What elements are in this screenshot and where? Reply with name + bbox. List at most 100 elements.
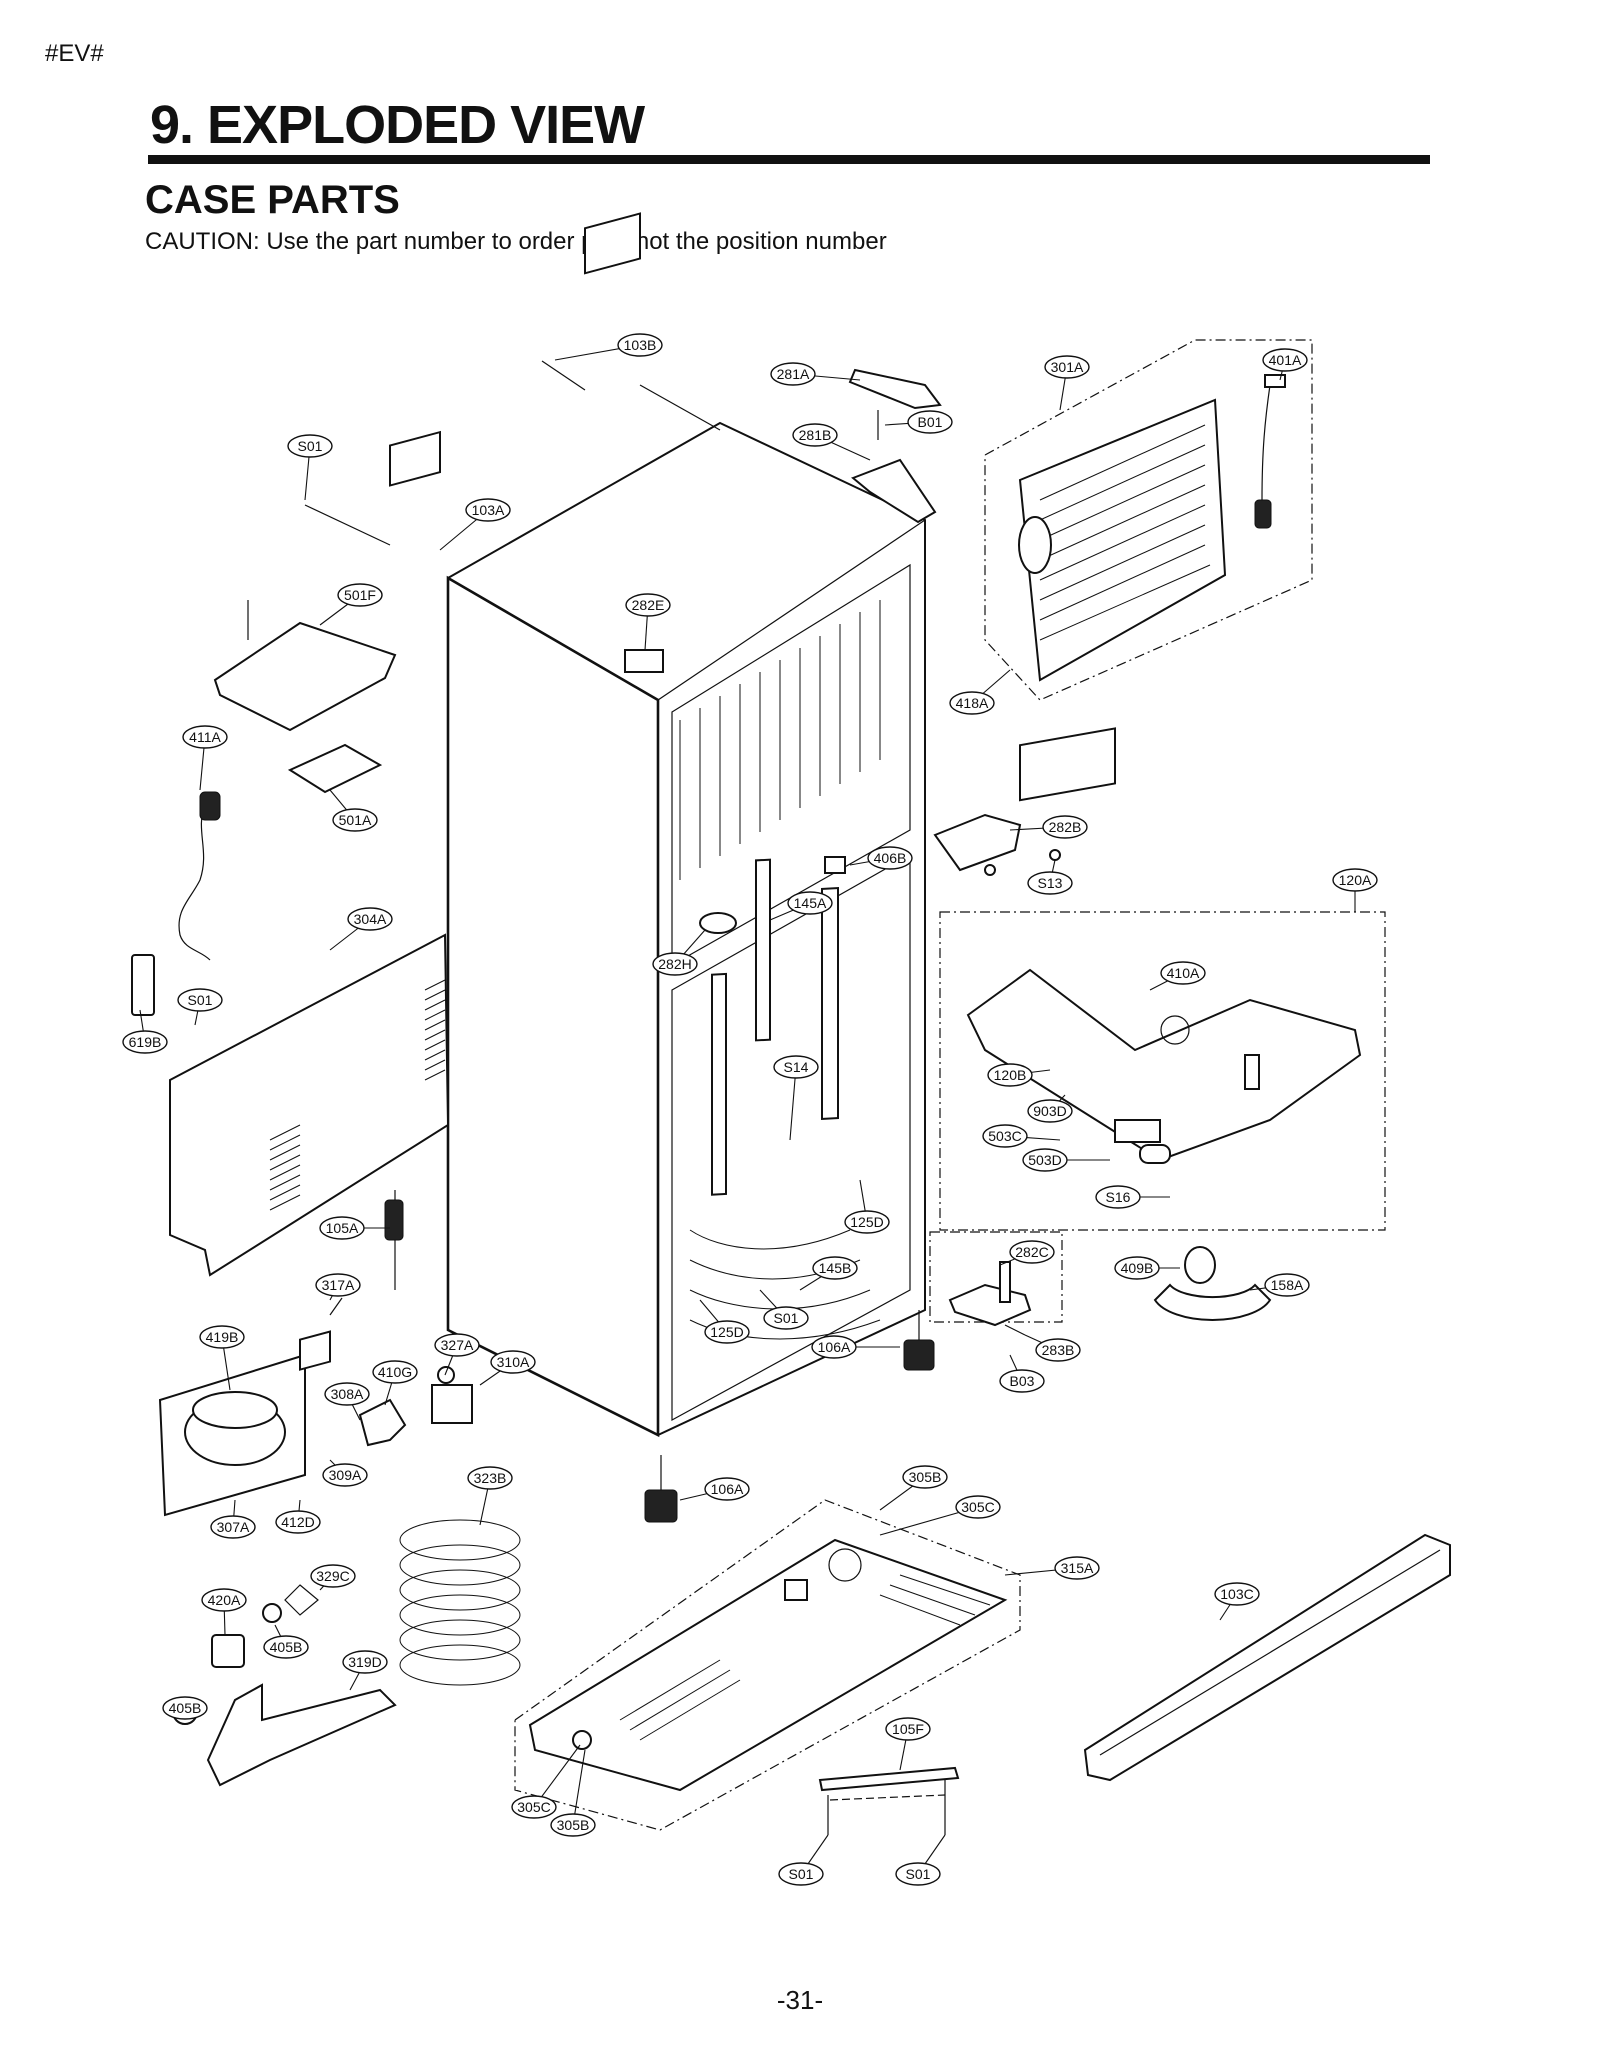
svg-text:281A: 281A bbox=[777, 366, 810, 382]
svg-text:310A: 310A bbox=[497, 1354, 530, 1370]
compressor-drawing bbox=[158, 1297, 473, 1517]
part-label-305c: 305C bbox=[955, 1495, 1001, 1519]
svg-text:120A: 120A bbox=[1339, 872, 1372, 888]
svg-text:105F: 105F bbox=[892, 1721, 924, 1737]
part-label-145a: 145A bbox=[787, 891, 833, 915]
part-label-307a: 307A bbox=[210, 1515, 256, 1539]
svg-text:501F: 501F bbox=[344, 587, 376, 603]
cabinet-drawing bbox=[446, 421, 935, 1523]
part-label-411a: 411A bbox=[182, 725, 228, 749]
middle-hinge-drawing bbox=[933, 813, 1061, 876]
svg-text:283B: 283B bbox=[1042, 1342, 1075, 1358]
svg-text:S01: S01 bbox=[188, 992, 213, 1008]
svg-text:411A: 411A bbox=[189, 729, 221, 745]
section-subtitle: CASE PARTS bbox=[145, 178, 400, 222]
svg-text:282B: 282B bbox=[1049, 819, 1082, 835]
svg-text:418A: 418A bbox=[956, 695, 989, 711]
svg-text:105A: 105A bbox=[326, 1220, 359, 1236]
part-label-405b: 405B bbox=[263, 1635, 309, 1659]
part-label-103c: 103C bbox=[1214, 1582, 1260, 1606]
part-label-106a: 106A bbox=[811, 1335, 857, 1359]
part-label-s01: S01 bbox=[177, 988, 223, 1012]
part-label-158a: 158A bbox=[1264, 1273, 1310, 1297]
part-label-305b: 305B bbox=[902, 1465, 948, 1489]
svg-text:304A: 304A bbox=[354, 911, 387, 927]
svg-text:S01: S01 bbox=[789, 1866, 814, 1882]
part-label-120a: 120A bbox=[1332, 868, 1378, 892]
part-label-319d: 319D bbox=[342, 1650, 388, 1674]
part-label-281a: 281A bbox=[770, 362, 816, 386]
svg-text:412D: 412D bbox=[281, 1514, 314, 1530]
part-label-s01: S01 bbox=[895, 1862, 941, 1886]
part-label-309a: 309A bbox=[322, 1463, 368, 1487]
svg-text:323B: 323B bbox=[474, 1470, 507, 1486]
svg-text:120B: 120B bbox=[994, 1067, 1027, 1083]
part-label-282b: 282B bbox=[1042, 815, 1088, 839]
leader-line bbox=[789, 1066, 797, 1141]
part-label-283b: 283B bbox=[1035, 1338, 1081, 1362]
svg-text:S14: S14 bbox=[784, 1059, 809, 1075]
front-grille-drawing bbox=[1083, 1533, 1451, 1782]
svg-text:305B: 305B bbox=[557, 1817, 590, 1833]
svg-text:281B: 281B bbox=[799, 427, 832, 443]
part-label-305b: 305B bbox=[550, 1813, 596, 1837]
svg-text:327A: 327A bbox=[441, 1337, 474, 1353]
control-housing-drawing bbox=[939, 727, 1386, 1231]
svg-text:405B: 405B bbox=[169, 1700, 202, 1716]
part-label-125d: 125D bbox=[844, 1210, 890, 1234]
svg-text:125D: 125D bbox=[850, 1214, 883, 1230]
part-label-b03: B03 bbox=[999, 1369, 1045, 1393]
part-label-503c: 503C bbox=[982, 1124, 1028, 1148]
page-number: -31- bbox=[776, 1985, 824, 2015]
part-label-s13: S13 bbox=[1027, 871, 1073, 895]
part-label-b01: B01 bbox=[907, 410, 953, 434]
part-label-s01: S01 bbox=[763, 1306, 809, 1330]
svg-text:309A: 309A bbox=[329, 1467, 362, 1483]
part-label-501a: 501A bbox=[332, 808, 378, 832]
svg-text:125D: 125D bbox=[710, 1324, 743, 1340]
part-label-401a: 401A bbox=[1262, 348, 1308, 372]
part-label-s01: S01 bbox=[778, 1862, 824, 1886]
part-label-125d: 125D bbox=[704, 1320, 750, 1344]
svg-text:619B: 619B bbox=[129, 1034, 162, 1050]
svg-text:B01: B01 bbox=[918, 414, 943, 430]
part-label-105f: 105F bbox=[885, 1717, 931, 1741]
svg-text:406B: 406B bbox=[874, 850, 907, 866]
part-label-120b: 120B bbox=[987, 1063, 1033, 1087]
page-title: 9. EXPLODED VIEW bbox=[150, 95, 645, 155]
svg-text:S01: S01 bbox=[906, 1866, 931, 1882]
part-label-410g: 410G bbox=[372, 1360, 418, 1384]
svg-text:903D: 903D bbox=[1033, 1103, 1066, 1119]
part-label-412d: 412D bbox=[275, 1510, 321, 1534]
back-cover-drawing bbox=[131, 933, 450, 1290]
svg-text:158A: 158A bbox=[1271, 1277, 1304, 1293]
svg-text:410G: 410G bbox=[378, 1364, 412, 1380]
svg-text:B03: B03 bbox=[1010, 1373, 1035, 1389]
part-label-619b: 619B bbox=[122, 1030, 168, 1054]
part-label-301a: 301A bbox=[1044, 355, 1090, 379]
part-label-501f: 501F bbox=[337, 583, 383, 607]
lamp-and-lower-hinge-drawing bbox=[929, 1231, 1272, 1336]
part-label-103b: 103B bbox=[617, 333, 663, 357]
svg-text:282E: 282E bbox=[632, 597, 665, 613]
part-label-409b: 409B bbox=[1114, 1256, 1160, 1280]
svg-text:S01: S01 bbox=[774, 1310, 799, 1326]
part-label-308a: 308A bbox=[324, 1382, 370, 1406]
svg-text:317A: 317A bbox=[322, 1277, 355, 1293]
caution-note: CAUTION: Use the part number to order pa… bbox=[145, 228, 887, 255]
svg-text:410A: 410A bbox=[1167, 965, 1200, 981]
svg-text:420A: 420A bbox=[208, 1592, 241, 1608]
svg-text:282C: 282C bbox=[1015, 1244, 1048, 1260]
svg-text:503D: 503D bbox=[1028, 1152, 1061, 1168]
svg-text:305C: 305C bbox=[517, 1799, 550, 1815]
evaporator-drawing bbox=[984, 339, 1313, 701]
part-label-304a: 304A bbox=[347, 907, 393, 931]
part-label-406b: 406B bbox=[867, 846, 913, 870]
part-label-282c: 282C bbox=[1009, 1240, 1055, 1264]
part-label-418a: 418A bbox=[949, 691, 995, 715]
svg-text:282H: 282H bbox=[658, 956, 691, 972]
part-label-305c: 305C bbox=[511, 1795, 557, 1819]
part-label-329c: 329C bbox=[310, 1564, 356, 1588]
